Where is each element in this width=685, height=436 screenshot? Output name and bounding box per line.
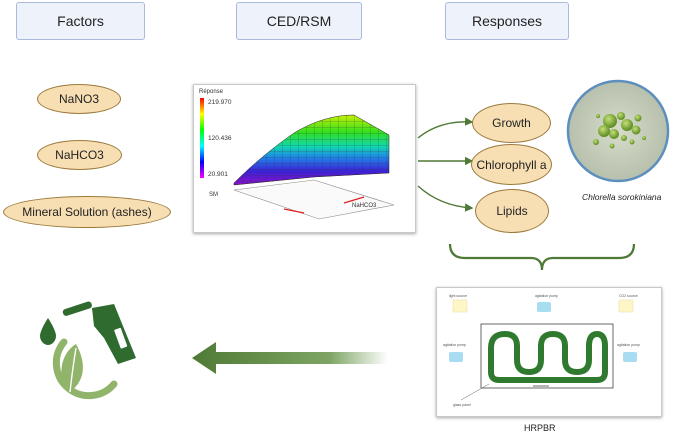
plot-base: [233, 179, 395, 220]
arrow-to-growth: [417, 117, 474, 139]
reactor-label: HRPBR: [524, 423, 556, 433]
color-scale-bar: [200, 98, 204, 178]
responses-header: Responses: [445, 2, 569, 40]
base-marker: [283, 208, 305, 214]
response-chlorophyll: Chlorophyll a: [471, 144, 552, 185]
hrpbr-schematic: light source agitation pump CO2 source a…: [443, 294, 640, 407]
factor-nahco3: NaHCO3: [37, 140, 122, 170]
surface-mesh: [234, 115, 389, 185]
factors-header: Factors: [16, 2, 145, 40]
axis-left-label: SM: [209, 192, 218, 198]
reactor-caption-mr: agitation pump: [617, 343, 640, 347]
algae-cells: [593, 112, 646, 149]
axis-right-label: NaHCO3: [352, 203, 377, 209]
scale-mid-label: 120.436: [208, 135, 232, 142]
light-source-icon: [452, 299, 468, 313]
response-lipids: Lipids: [475, 189, 549, 233]
reactor-caption-ml: agitation pump: [443, 343, 466, 347]
surface-plot-svg: Réponse 219.970 120.436 20.901 SM NaHCO3: [199, 89, 395, 220]
arrow-to-lipids: [417, 185, 474, 212]
pump-icon: [449, 352, 463, 362]
reactor-caption-tl: light source: [449, 294, 467, 298]
response-surface-plot: Réponse 219.970 120.436 20.901 SM NaHCO3: [193, 84, 416, 233]
plot-title: Réponse: [199, 89, 224, 95]
scale-max-label: 219.970: [208, 99, 232, 106]
reactor-caption-bl: glass panel: [453, 403, 471, 407]
responses-brace: [448, 243, 636, 271]
reactor-caption-tm: agitation pump: [535, 294, 558, 298]
co2-source-icon: [618, 299, 634, 313]
scale-min-label: 20.901: [208, 171, 228, 178]
pump-icon: [623, 352, 637, 362]
pump-icon: [537, 302, 551, 312]
reactor-frame: [480, 323, 614, 389]
base-marker: [343, 196, 365, 204]
response-growth: Growth: [472, 103, 551, 143]
factor-nano3: NaNO3: [37, 84, 121, 114]
microalgae-caption: Chlorella sorokiniana: [582, 192, 662, 202]
fuel-drop-leaf-icon: [40, 301, 136, 400]
serpentine-tube: [488, 331, 608, 383]
leader-line: [460, 383, 490, 401]
response-arrows: [417, 117, 474, 212]
factor-mineral-solution: Mineral Solution (ashes): [3, 196, 171, 228]
reactor-caption-tr: CO2 source: [619, 294, 638, 298]
reactor-card: light source agitation pump CO2 source a…: [436, 287, 662, 417]
chlorella-micrograph: [566, 79, 670, 183]
product-arrow: [192, 342, 388, 374]
ced-rsm-header: CED/RSM: [236, 2, 362, 40]
